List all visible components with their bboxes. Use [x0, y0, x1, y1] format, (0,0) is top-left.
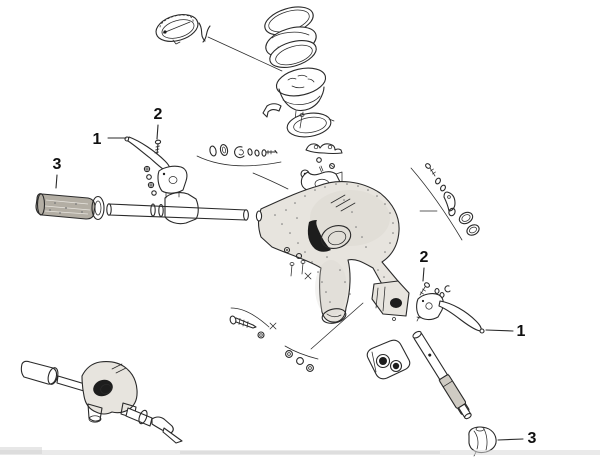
speedometer-dial-face — [155, 14, 199, 45]
washers-column-left — [143, 165, 157, 196]
speedometer-clamp-ring — [286, 112, 335, 138]
callout-3-left: 3 — [53, 156, 62, 189]
housing-hatching — [330, 194, 356, 212]
callout-1-right: 1 — [485, 323, 526, 340]
handlebar-grip-left — [35, 193, 105, 221]
grouping-bracket-long — [196, 155, 282, 167]
steering-column-opening — [321, 308, 347, 324]
diagram-break-mark — [198, 22, 211, 43]
lever-screw-right — [419, 282, 430, 296]
switch-fasteners — [316, 157, 335, 173]
throttle-tube — [412, 330, 472, 420]
callout-label: 1 — [517, 323, 526, 340]
explosion-axis-line — [207, 36, 283, 72]
grouping-bracket-curve — [252, 172, 289, 190]
callout-1-left: 1 — [93, 131, 127, 148]
brake-lever-right — [416, 293, 485, 334]
lever-screw-left — [154, 139, 162, 155]
scan-artifact-band — [0, 447, 600, 455]
handlebar-clamp-end — [371, 280, 410, 321]
speedometer-bracket-clip — [262, 103, 282, 118]
brake-lever-left — [124, 136, 188, 199]
speedometer-rim-ring — [269, 39, 317, 69]
speedometer-opening — [307, 220, 352, 252]
headset-housing — [257, 181, 404, 324]
callout-label: 2 — [420, 249, 429, 266]
nuts-group-bottom — [284, 302, 364, 372]
housing-screws — [283, 246, 312, 280]
callout-label: 3 — [53, 156, 62, 173]
parts-line-right — [410, 163, 480, 241]
handlebar-tube-left — [106, 192, 263, 225]
fasteners-row — [209, 144, 278, 159]
callout-label: 3 — [528, 430, 537, 447]
stipple-texture — [274, 183, 394, 303]
callout-label: 2 — [154, 106, 163, 123]
callout-3-right: 3 — [497, 430, 537, 447]
gear-selector-block — [366, 339, 411, 380]
assembled-handlebar-inset — [20, 360, 183, 444]
cable-adjuster-screw — [229, 307, 277, 339]
switch-plate — [305, 143, 343, 155]
callout-2-right: 2 — [420, 249, 429, 282]
callout-2-left: 2 — [154, 106, 163, 140]
callout-label: 1 — [93, 131, 102, 148]
